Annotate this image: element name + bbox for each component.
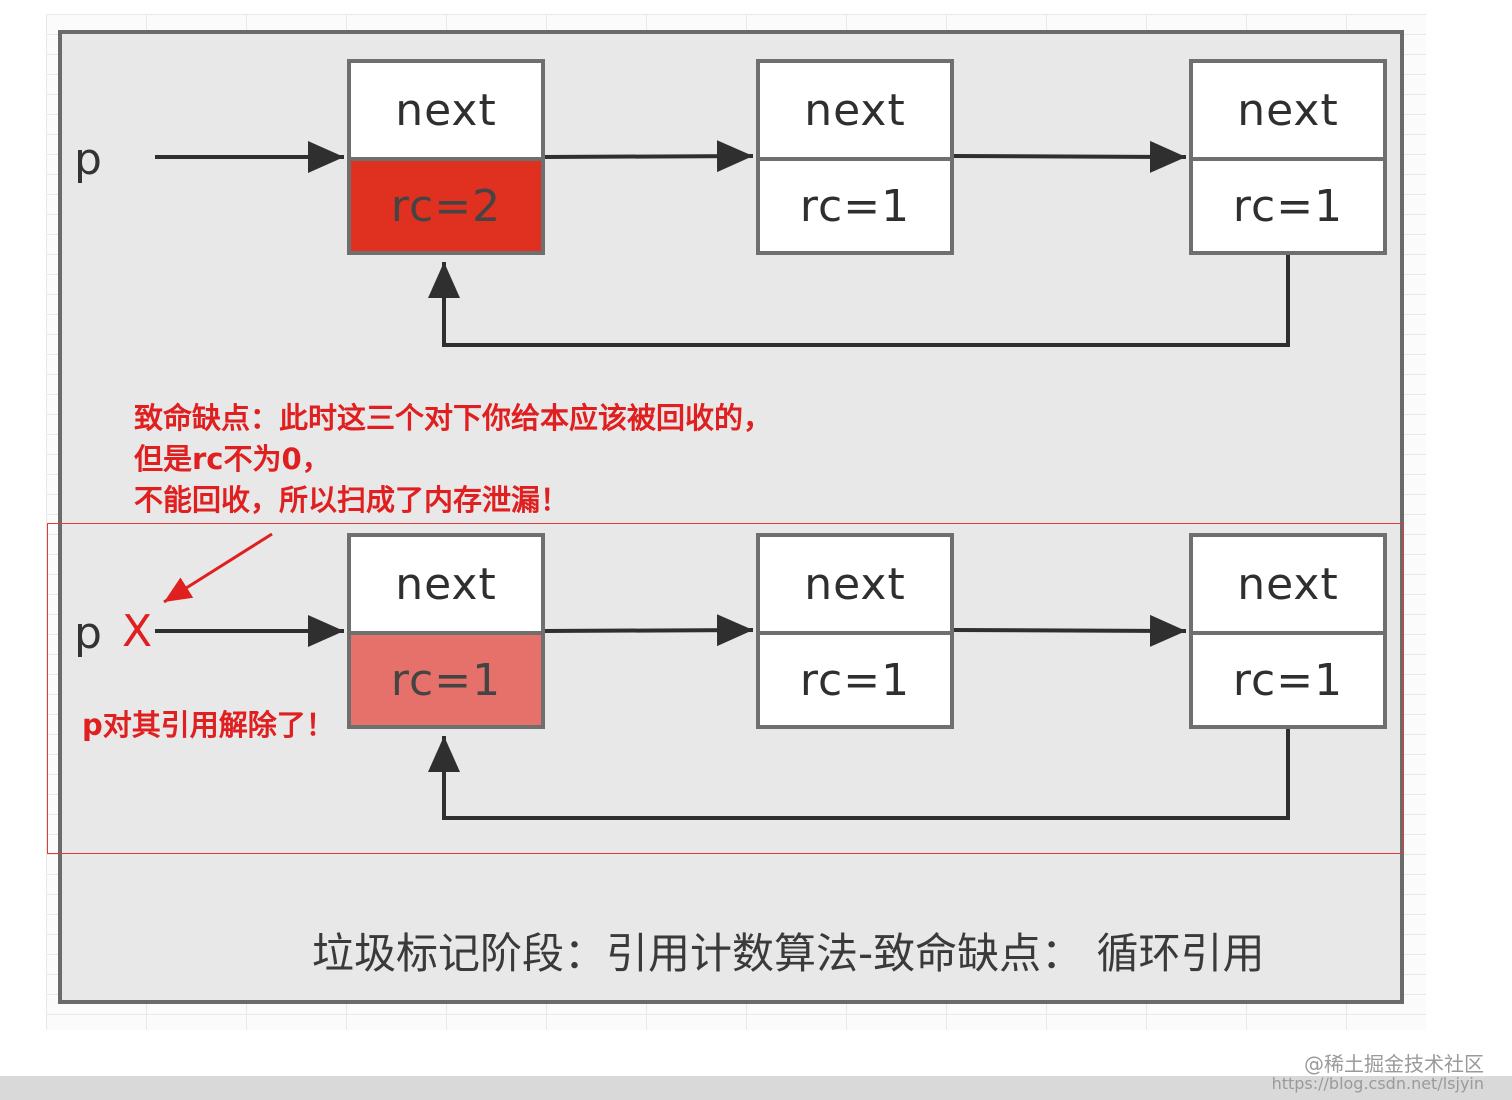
annotation-text: 致命缺点：此时这三个对下你给本应该被回收的， 但是rc不为0， 不能回收，所以扫…: [134, 398, 772, 521]
top-back-link: [428, 254, 1290, 347]
refcount-field: rc=1: [1193, 157, 1383, 251]
refcount-field: rc=1: [1193, 631, 1383, 725]
bottom-back-link: [428, 728, 1290, 820]
top-pointer-label: p: [74, 134, 102, 185]
top-link-2-3: [951, 140, 1187, 173]
next-field: next: [804, 84, 906, 136]
annotation-arrow: [163, 532, 273, 604]
annotation-line-3: 不能回收，所以扫成了内存泄漏！: [134, 483, 570, 517]
bottom-bar: [0, 1076, 1512, 1100]
cut-mark: X: [122, 606, 153, 657]
annotation-line-2: 但是rc不为0，: [134, 442, 331, 476]
refcount-field: rc=1: [351, 631, 541, 725]
bottom-node-3: next rc=1: [1189, 533, 1387, 729]
bottom-pointer-label: p: [74, 608, 102, 659]
refcount-field: rc=2: [351, 157, 541, 251]
bottom-link-1-2: [543, 614, 754, 647]
next-field: next: [395, 558, 497, 610]
watermark-site: @稀土掘金技术社区: [1304, 1052, 1484, 1076]
next-field: next: [395, 84, 497, 136]
diagram-frame: [58, 30, 1404, 1004]
top-node-2: next rc=1: [756, 59, 954, 255]
next-field: next: [1237, 558, 1339, 610]
highlight-box: [47, 523, 1403, 854]
top-node-3: next rc=1: [1189, 59, 1387, 255]
bottom-link-2-3: [951, 614, 1187, 647]
top-node-1: next rc=2: [347, 59, 545, 255]
refcount-field: rc=1: [760, 631, 950, 725]
watermark-url: https://blog.csdn.net/lsjyin: [1271, 1074, 1484, 1093]
top-link-1-2: [543, 140, 754, 173]
unlink-note: p对其引用解除了！: [82, 708, 335, 742]
diagram-caption: 垃圾标记阶段：引用计数算法-致命缺点： 循环引用: [312, 929, 1265, 978]
bottom-node-1: next rc=1: [347, 533, 545, 729]
next-field: next: [1237, 84, 1339, 136]
next-field: next: [804, 558, 906, 610]
bottom-node-2: next rc=1: [756, 533, 954, 729]
refcount-field: rc=1: [760, 157, 950, 251]
annotation-line-1: 致命缺点：此时这三个对下你给本应该被回收的，: [134, 401, 773, 435]
